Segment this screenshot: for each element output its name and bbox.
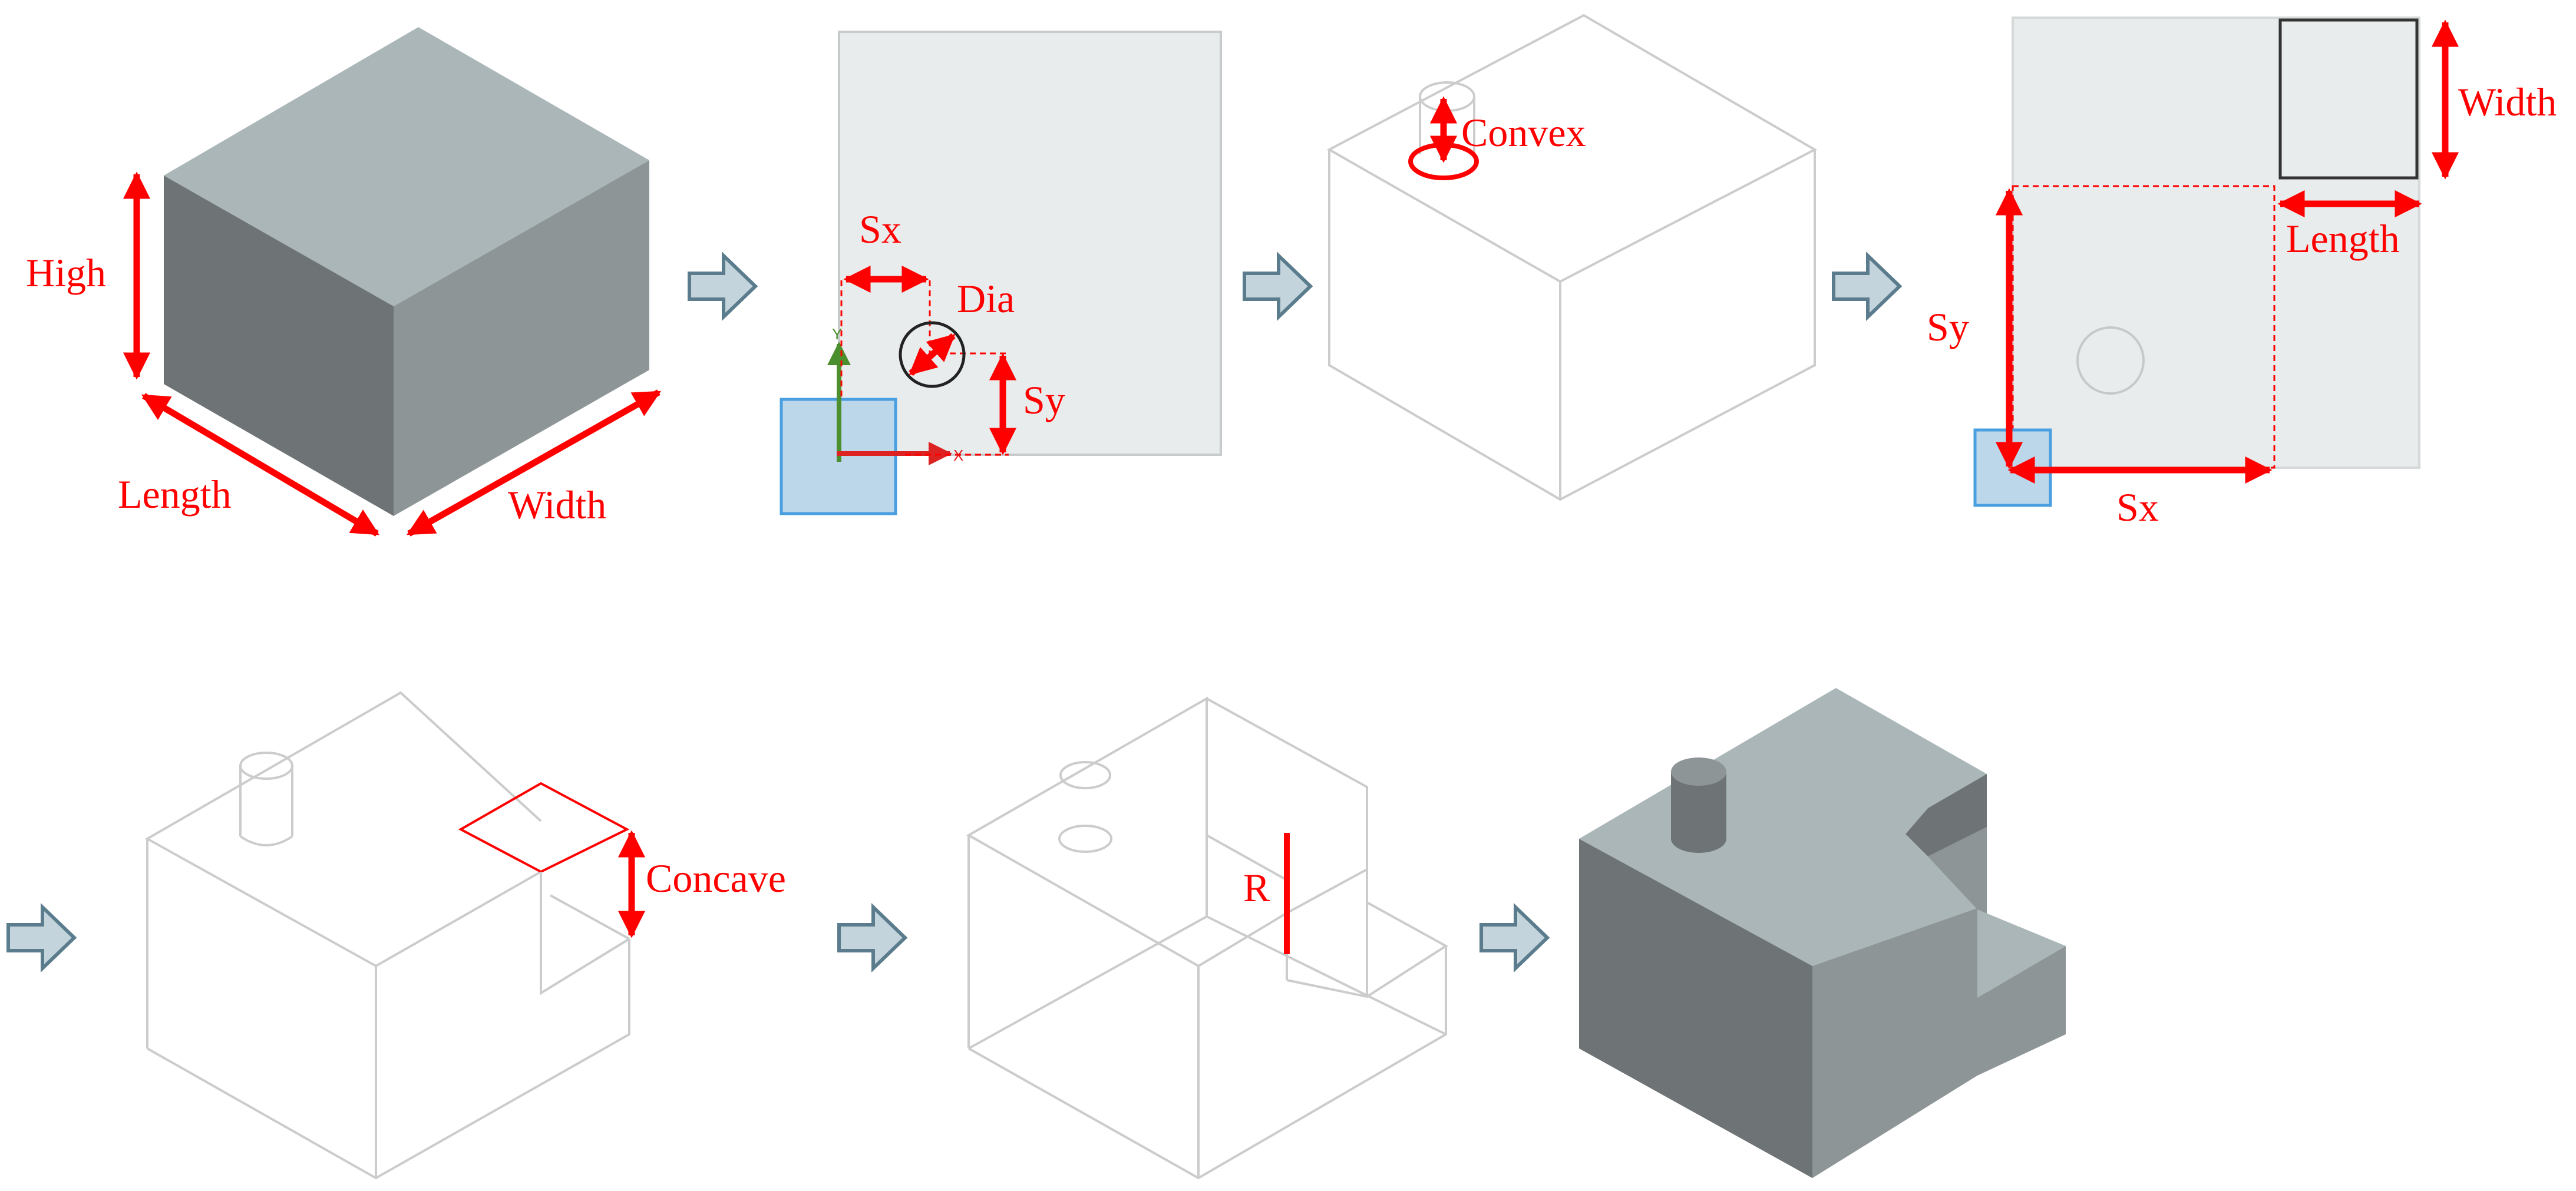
solid-top-face [1579,688,1987,966]
wire-bottom-edges [968,946,1447,1180]
solid-left-face [1579,839,1812,1178]
wire-top-face [144,691,542,968]
solid-right-face [1812,905,1987,1178]
next-step-arrow-icon [1244,256,1310,317]
step4-rectangle-sketch: Width Length Sy Sx [1927,16,2557,530]
step5-concave-pocket [144,691,646,1180]
boss-base-arc [239,835,293,846]
next-step-arrow-icon [839,907,905,968]
boss-top [1671,757,1726,786]
length-dimension-arrow [141,393,379,537]
wire-bottom-edges [1328,150,1816,501]
r-label: R [1243,865,1270,910]
length-label: Length [2286,216,2400,261]
next-step-arrow-icon [8,907,74,968]
existing-hole-circle [2076,326,2145,395]
wire-top-face [966,696,1288,968]
next-step-arrow-icon [689,256,755,317]
step-tread-edges [1286,901,1448,998]
sx-label: Sx [2116,485,2159,530]
step-outline [1206,697,1368,914]
step7-final-solid [1579,688,2066,1178]
sy-label: Sy [1023,378,1065,422]
dia-label: Dia [957,276,1015,321]
next-step-arrow-icon [1834,256,1900,317]
width-label: Width [508,482,606,527]
concave-label: Concave [646,856,786,901]
sketch-plane [838,31,1222,456]
step-tread-face [1977,909,2066,998]
length-label: Length [118,472,232,517]
fillet-notch [1905,774,1987,856]
boss-top-ellipse [239,752,293,780]
hole-top-ellipse [1059,761,1111,789]
step1-base-block: High Length Width [26,27,662,537]
step-lower-right-face [1977,946,2066,1076]
boss-base [1671,825,1726,853]
pocket-back-edge [550,894,630,940]
block-top-face [164,27,649,306]
cut-rectangle-outline [2278,18,2419,180]
convex-label: Convex [1461,110,1586,155]
hidden-inner-edges [968,915,1446,1050]
step2-circle-sketch: Y X Sx Dia Sy [780,31,1222,515]
wire-bottom-edges [147,939,630,1180]
width-label: Width [2458,80,2557,124]
step3-convex-boss [1326,14,1818,501]
hole-bottom-ellipse [1058,825,1112,853]
pocket-top-outline [458,782,630,874]
pocket-walls [540,872,630,995]
sketch-y-axis-label: Y [832,325,842,343]
high-label: High [26,250,106,295]
dia-dimension-arrow [909,333,956,376]
sx-label: Sx [859,207,901,252]
width-dimension-arrow [406,389,662,537]
next-step-arrow-icon [1481,907,1547,968]
sy-label: Sy [1927,305,1969,349]
hole-circle [899,321,966,388]
step6-fillet-round [966,696,1448,1180]
